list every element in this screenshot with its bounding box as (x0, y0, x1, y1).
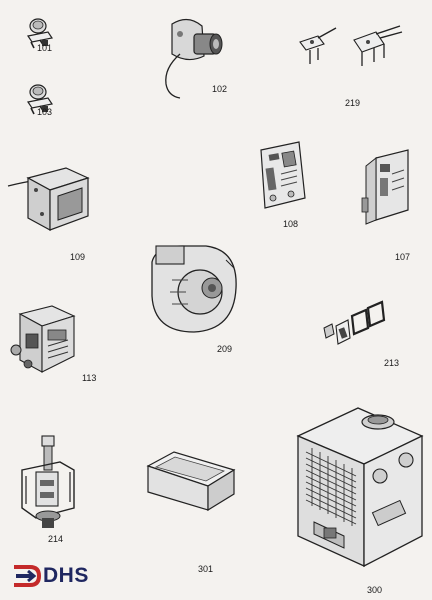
part-219-ignition-electrodes-icon (296, 22, 406, 72)
part-300-heat-exchanger-icon (294, 396, 426, 576)
part-301-filter-box-icon (144, 448, 238, 512)
part-label-113: 113 (82, 373, 97, 383)
logo-mark-icon (14, 565, 42, 587)
part-label-213: 213 (384, 358, 400, 368)
part-label-108: 108 (283, 219, 299, 229)
part-108-control-board-icon (255, 140, 309, 212)
part-label-219: 219 (345, 98, 361, 108)
part-label-102: 102 (212, 84, 228, 94)
part-103-thermostat-switch-icon (22, 80, 62, 116)
part-label-109: 109 (70, 252, 86, 262)
part-label-214: 214 (48, 534, 64, 544)
part-label-209: 209 (217, 344, 233, 354)
part-label-300: 300 (367, 585, 383, 595)
part-label-301: 301 (198, 564, 214, 574)
part-113-gas-valve-icon (8, 300, 78, 378)
part-209-blower-fan-icon (142, 240, 242, 340)
part-label-103: 103 (37, 107, 53, 117)
part-109-transformer-icon (6, 156, 92, 236)
part-107-control-board-icon (360, 146, 416, 226)
part-214-valve-assembly-icon (16, 432, 80, 532)
logo-text: DHS (43, 564, 89, 587)
part-101-thermostat-switch-icon (22, 14, 62, 50)
part-102-pump-motor-icon (158, 12, 228, 102)
part-label-101: 101 (37, 43, 53, 53)
dhs-logo: DHS (12, 563, 102, 589)
part-label-107: 107 (395, 252, 411, 262)
part-213-gasket-set-icon (318, 300, 392, 350)
